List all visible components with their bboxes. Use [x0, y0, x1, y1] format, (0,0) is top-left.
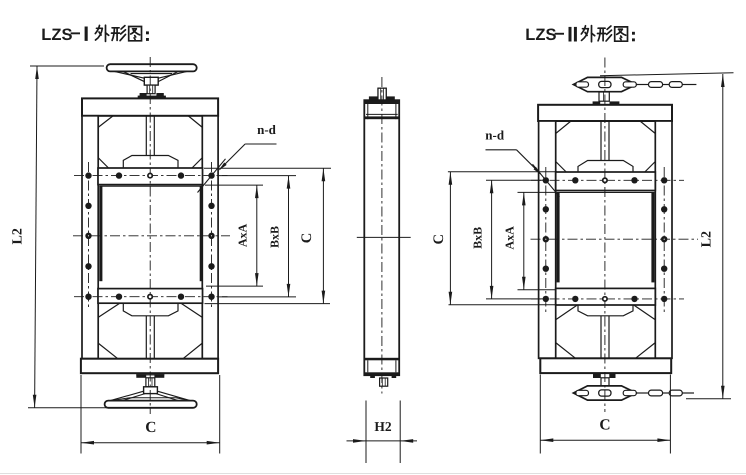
svg-text:AxA: AxA	[236, 224, 250, 248]
svg-text:BxB: BxB	[470, 227, 484, 249]
svg-text:n-d: n-d	[257, 122, 277, 137]
svg-text:AxA: AxA	[503, 226, 517, 250]
svg-text:n-d: n-d	[485, 128, 505, 143]
svg-text:L2: L2	[700, 231, 715, 247]
svg-text:L2: L2	[10, 228, 25, 244]
svg-text:C: C	[145, 419, 156, 436]
svg-text:C: C	[431, 234, 447, 244]
svg-text:BxB: BxB	[267, 226, 281, 248]
svg-text:C: C	[599, 417, 610, 434]
svg-text:LZS: LZS	[525, 26, 556, 44]
svg-text:H2: H2	[374, 419, 392, 434]
svg-text:C: C	[299, 233, 315, 243]
svg-text:LZS: LZS	[41, 26, 72, 44]
